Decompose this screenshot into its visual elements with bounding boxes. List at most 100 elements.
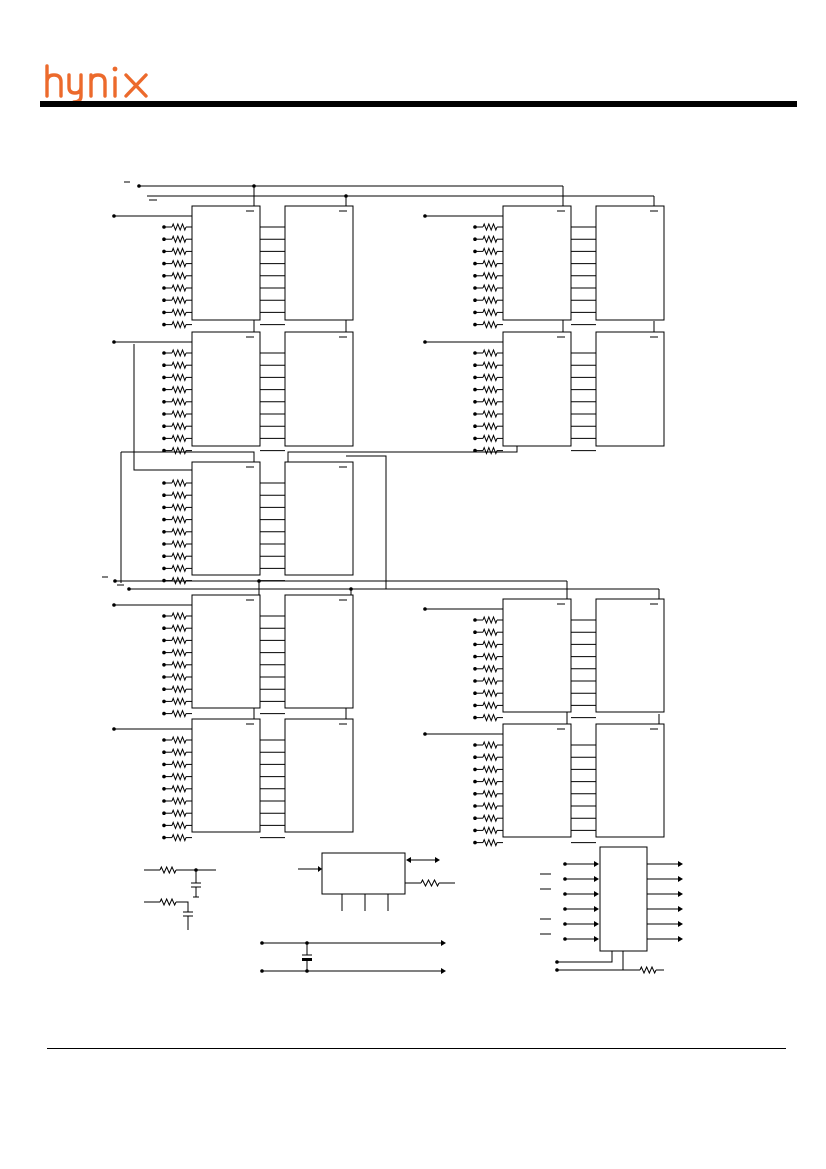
series-resistor <box>482 409 498 419</box>
series-resistor <box>482 308 498 317</box>
series-resistor <box>171 373 187 382</box>
series-resistor <box>482 446 498 455</box>
arrow-head <box>678 891 683 897</box>
series-resistor <box>171 360 187 370</box>
bus-dot <box>257 579 261 583</box>
series-resistor <box>171 515 187 524</box>
series-resistor <box>171 551 187 561</box>
series-resistor <box>171 259 187 268</box>
wire <box>557 951 613 963</box>
series-resistor <box>482 373 498 382</box>
series-resistor <box>171 295 187 305</box>
memory-chip-left <box>502 205 572 321</box>
bus-dot <box>127 587 131 591</box>
series-resistor <box>171 784 187 794</box>
series-resistor <box>482 421 498 431</box>
chip-bank <box>112 718 354 842</box>
memory-chip-right <box>284 331 354 447</box>
memory-chip-right <box>595 331 665 447</box>
series-resistor <box>171 697 187 706</box>
series-resistor <box>482 838 498 847</box>
series-resistor <box>482 385 498 394</box>
wire <box>133 344 193 471</box>
arrow-head <box>594 876 599 882</box>
arrow-head <box>594 921 599 927</box>
wire <box>287 446 518 462</box>
memory-chip-left <box>191 205 261 321</box>
series-resistor <box>171 821 187 830</box>
chip-bank <box>112 331 354 455</box>
series-resistor <box>171 760 187 769</box>
series-resistor <box>171 397 187 407</box>
series-resistor <box>482 664 498 674</box>
wire <box>346 455 387 589</box>
arrow-head <box>678 861 683 867</box>
series-resistor <box>482 283 498 293</box>
series-resistor <box>171 348 187 358</box>
chip-bank <box>112 205 354 329</box>
series-resistor <box>171 283 187 293</box>
arrow-head <box>406 857 411 863</box>
series-resistor <box>171 385 187 394</box>
wire <box>557 951 624 971</box>
series-resistor <box>171 409 187 419</box>
series-resistor <box>482 640 498 649</box>
arrow-head <box>594 906 599 912</box>
bus-dot <box>252 184 256 188</box>
arrow-head <box>594 936 599 942</box>
memory-chip-right <box>284 205 354 321</box>
arrow-head <box>318 866 322 872</box>
capacitor-plate <box>302 958 312 961</box>
series-resistor <box>482 247 498 256</box>
memory-chip-left <box>191 331 261 447</box>
memory-chip-left <box>502 598 572 713</box>
memory-chip-left <box>191 461 261 576</box>
arrow-head <box>435 857 440 863</box>
series-resistor <box>171 234 187 244</box>
support-circuits <box>144 846 683 975</box>
memory-chip-right <box>595 205 665 321</box>
memory-chip-right <box>284 594 354 709</box>
chip-bank <box>112 594 354 718</box>
series-resistor <box>482 295 498 305</box>
arrow-head <box>594 891 599 897</box>
hynix-logo-mark <box>45 64 148 104</box>
series-resistor <box>171 735 187 745</box>
series-resistor <box>171 490 187 500</box>
series-resistor <box>171 434 187 443</box>
series-resistor <box>171 611 187 621</box>
series-resistor <box>171 660 187 670</box>
series-resistor <box>482 434 498 443</box>
bus-dot <box>349 587 353 591</box>
series-resistor <box>482 688 498 698</box>
memory-chip-left <box>502 331 572 447</box>
series-resistor <box>482 752 498 762</box>
memory-chip-left <box>191 594 261 709</box>
chip-bank <box>162 461 354 585</box>
series-resistor <box>171 747 187 757</box>
chip-bank <box>423 723 665 847</box>
series-resistor <box>482 360 498 370</box>
series-resistor <box>482 615 498 625</box>
bus-dot <box>113 579 117 583</box>
junction-dot <box>260 941 264 945</box>
series-resistor <box>482 234 498 244</box>
arrow-head <box>441 968 446 974</box>
series-resistor <box>482 320 498 329</box>
series-resistor <box>482 826 498 835</box>
chip-bank <box>423 598 665 722</box>
series-resistor <box>171 421 187 431</box>
series-resistor <box>171 796 187 806</box>
series-resistor <box>482 652 498 661</box>
series-resistor <box>171 308 187 317</box>
footer-rule <box>47 1048 786 1049</box>
filter-resistor <box>159 897 177 907</box>
wire <box>176 901 189 912</box>
input-pin-dot <box>555 960 559 964</box>
series-resistor <box>482 676 498 686</box>
filter-resistor <box>159 865 177 875</box>
series-resistor <box>482 348 498 358</box>
series-resistor <box>171 320 187 329</box>
memory-chip-right <box>595 598 665 713</box>
series-resistor <box>482 397 498 407</box>
